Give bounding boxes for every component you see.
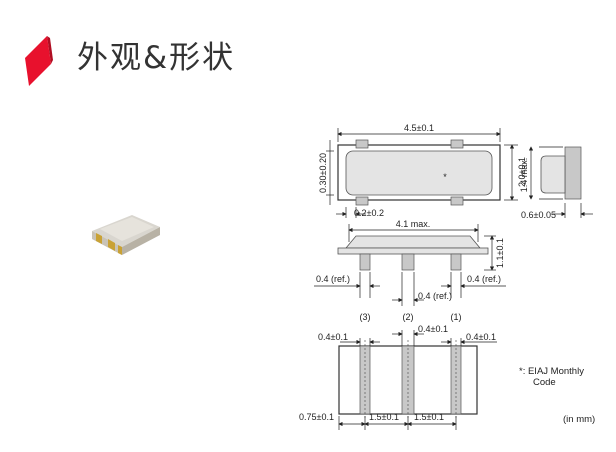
pin-2-label: (2) <box>403 312 414 322</box>
page-title: 外观&形状 <box>77 40 236 76</box>
side-view <box>528 146 593 218</box>
side-thickness-label: 0.6±0.05 <box>521 210 556 220</box>
ceramic-resonator-chip-photo <box>92 215 160 255</box>
front-view <box>314 224 506 306</box>
pad-width-label: 0.2±0.2 <box>354 208 384 218</box>
red-parallelogram-icon <box>25 36 53 86</box>
side-height-label: 1.4 max. <box>519 158 529 193</box>
top-height-label: 2.0±0.1 <box>517 157 527 187</box>
units-note: (in mm) <box>563 414 595 425</box>
left-pad-label: 0.4±0.1 <box>318 332 348 342</box>
marking-label: * <box>443 172 447 182</box>
left-ref-label: 0.4 (ref.) <box>316 274 350 284</box>
pin-3-label: (3) <box>360 312 371 322</box>
pitch-left-label: 1.5±0.1 <box>369 412 399 422</box>
pad-offset-label: 0.30±0.20 <box>318 153 328 193</box>
center-ref-label: 0.4 (ref.) <box>418 291 452 301</box>
right-pad-label: 0.4±0.1 <box>466 332 496 342</box>
center-pad-label: 0.4±0.1 <box>418 324 448 334</box>
eiaj-note-line2: Code <box>533 377 556 388</box>
front-length-label: 4.1 max. <box>396 219 431 229</box>
footprint-view <box>338 330 497 430</box>
pin-1-label: (1) <box>451 312 462 322</box>
top-view <box>326 128 518 218</box>
eiaj-note-line1: *: EIAJ Monthly <box>519 366 584 377</box>
front-height-label: 1.1±0.1 <box>495 238 505 268</box>
right-ref-label: 0.4 (ref.) <box>467 274 501 284</box>
edge-label: 0.75±0.1 <box>299 412 334 422</box>
top-width-label: 4.5±0.1 <box>404 123 434 133</box>
pitch-right-label: 1.5±0.1 <box>414 412 444 422</box>
